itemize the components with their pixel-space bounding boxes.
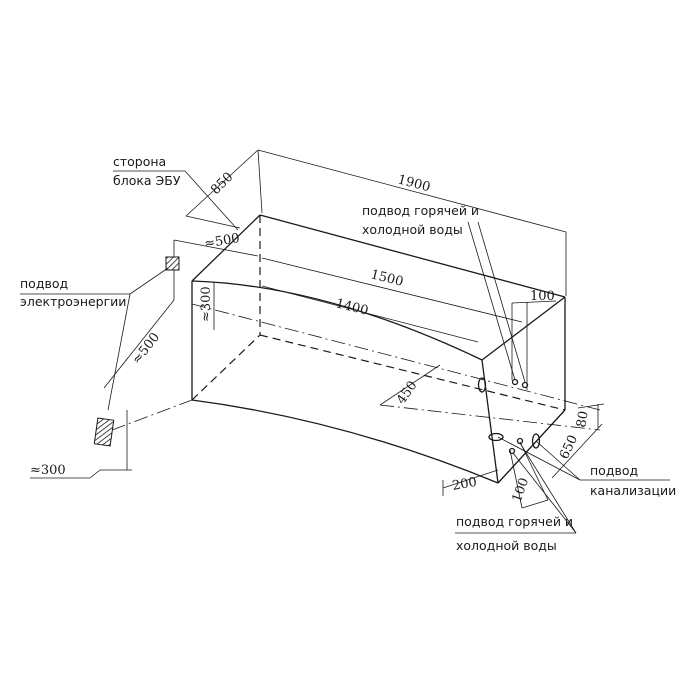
- dim-1400-label: 1400: [334, 296, 370, 319]
- dim-1900-label: 1900: [396, 172, 432, 195]
- dimension-200: 200: [442, 469, 499, 496]
- power-outlet-lower: [93, 417, 115, 447]
- sewer-label-1: подвод: [590, 463, 638, 478]
- dimension-850: 850: [185, 149, 263, 229]
- dim-100-top-label: 100: [530, 289, 555, 304]
- sewer-label-2: канализации: [590, 483, 676, 498]
- dim-500-top-label: ≈500: [203, 231, 241, 252]
- dim-300-top-label: ≈300: [199, 286, 214, 322]
- overflow-drain: [477, 377, 487, 393]
- power-label-2: электроэнергии: [20, 294, 126, 309]
- ebu-side-label-2: блока ЭБУ: [113, 173, 181, 188]
- dimension-100-top: 100: [511, 289, 557, 390]
- dimension-1500: 1500: [261, 257, 523, 323]
- cold-water-inlet-top: [521, 381, 529, 389]
- water-bottom-label-2: холодной воды: [456, 538, 557, 553]
- ebu-side-callout: сторона блока ЭБУ: [113, 154, 239, 231]
- water-supply-bottom-callout: подвод горячей и холодной воды: [455, 442, 577, 553]
- bottom-fittings: [488, 432, 541, 455]
- dimension-1400: 1400: [261, 285, 479, 343]
- water-top-label-1: подвод горячей и: [362, 203, 479, 218]
- dimension-80: 80: [574, 403, 605, 429]
- power-outlet-upper: [165, 256, 180, 271]
- dimension-500-top: ≈500: [173, 231, 259, 300]
- center-lines: [191, 303, 601, 431]
- dim-100-bottom-label: 100: [510, 476, 533, 504]
- dimension-300-top: ≈300: [199, 282, 215, 330]
- power-label-1: подвод: [20, 276, 68, 291]
- water-bottom-label-1: подвод горячей и: [456, 514, 573, 529]
- water-supply-top-callout: подвод горячей и холодной воды: [362, 203, 529, 389]
- ebu-side-label-1: сторона: [113, 154, 166, 169]
- dimension-100-bottom: 100: [509, 441, 549, 509]
- hidden-edges: [191, 215, 566, 411]
- water-top-label-2: холодной воды: [362, 222, 463, 237]
- dim-300-left-label: ≈300: [30, 463, 66, 478]
- power-supply-callout: подвод электроэнергии: [20, 256, 180, 411]
- sewer-callout: подвод канализации: [497, 436, 676, 498]
- dim-200-label: 200: [451, 475, 478, 494]
- dimension-450: 450: [379, 364, 441, 407]
- dimension-500-left: ≈500: [103, 299, 175, 389]
- cold-water-inlet-bottom: [508, 447, 516, 455]
- dim-500-left-label: ≈500: [129, 330, 163, 367]
- floor-drain-outlet: [488, 432, 504, 442]
- dim-650-label: 650: [557, 433, 581, 462]
- sewer-outlet: [531, 433, 541, 449]
- power-outlet-lower-group: ≈300: [30, 399, 193, 479]
- bathtub-outline: [191, 214, 566, 484]
- dim-80-label: 80: [574, 410, 592, 429]
- dim-450-label: 450: [394, 378, 421, 407]
- hot-water-inlet-top: [511, 378, 519, 386]
- dim-1500-label: 1500: [369, 267, 405, 290]
